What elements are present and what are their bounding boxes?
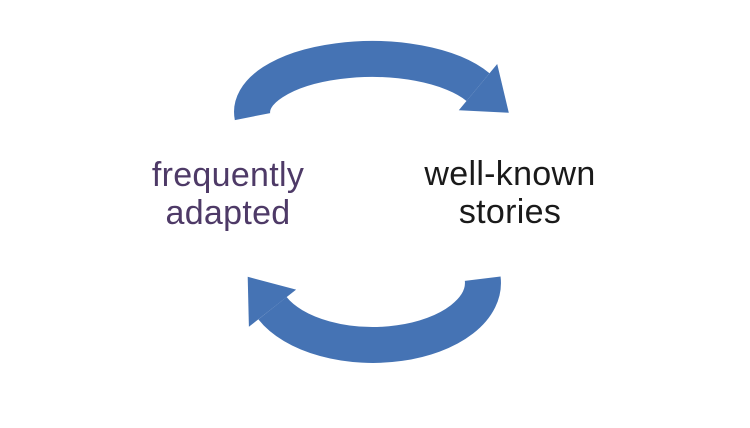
right-label-line2: stories [458, 193, 562, 231]
top-arrow [234, 41, 509, 121]
right-label-line1: well-known [424, 155, 596, 193]
left-label-frequently-adapted: frequently adapted [88, 156, 368, 232]
bottom-arrow-arc [258, 276, 501, 363]
top-arrow-head [458, 64, 509, 113]
right-label-well-known-stories: well-known stories [370, 155, 650, 231]
bottom-arrow-head [247, 276, 297, 327]
bottom-arrow [247, 276, 501, 363]
left-label-line2: adapted [165, 194, 291, 232]
left-label-line1: frequently [151, 156, 305, 194]
top-arrow-arc [234, 41, 490, 121]
